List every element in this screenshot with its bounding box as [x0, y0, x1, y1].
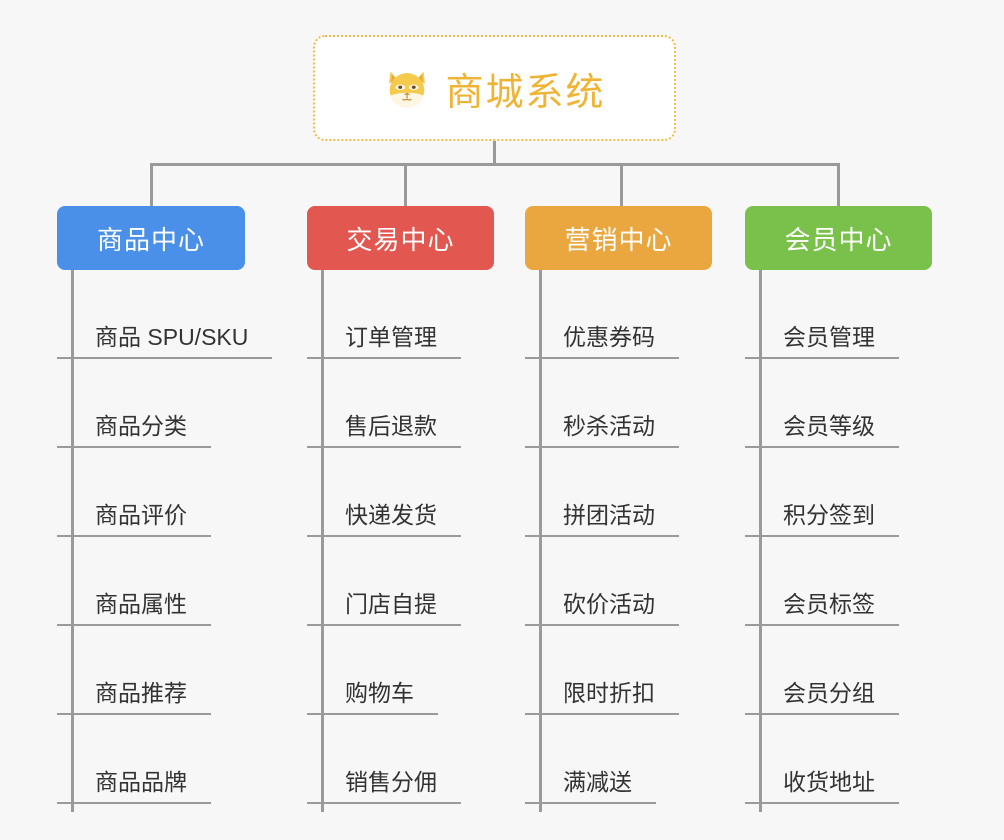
- category-header-member-center[interactable]: 会员中心: [745, 206, 932, 270]
- column-member-center: 会员中心 会员管理 会员等级 积分签到 会员标签 会员分组 收货地址: [745, 206, 932, 804]
- list-item[interactable]: 门店自提: [307, 537, 494, 626]
- shiba-dog-face-icon: [383, 64, 431, 112]
- leaf-label: 商品分类: [57, 412, 211, 448]
- leaf-list-column-4: 会员管理 会员等级 积分签到 会员标签 会员分组 收货地址: [745, 270, 932, 804]
- list-item[interactable]: 拼团活动: [525, 448, 712, 537]
- list-item[interactable]: 积分签到: [745, 448, 932, 537]
- leaf-label: 购物车: [307, 679, 438, 715]
- leaf-label: 门店自提: [307, 590, 461, 626]
- category-header-label: 交易中心: [346, 224, 455, 255]
- leaf-list-column-2: 订单管理 售后退款 快递发货 门店自提 购物车 销售分佣: [307, 270, 494, 804]
- column-trade-center: 交易中心 订单管理 售后退款 快递发货 门店自提 购物车 销售分佣: [307, 206, 494, 804]
- leaf-label: 商品推荐: [57, 679, 211, 715]
- connector-stem-column-2: [321, 270, 324, 812]
- leaf-list-column-3: 优惠券码 秒杀活动 拼团活动 砍价活动 限时折扣 满减送: [525, 270, 712, 804]
- list-item[interactable]: 购物车: [307, 626, 494, 715]
- root-node-shop-system[interactable]: 商城系统: [313, 35, 676, 141]
- list-item[interactable]: 会员分组: [745, 626, 932, 715]
- list-item[interactable]: 会员标签: [745, 537, 932, 626]
- connector-stem-column-4: [759, 270, 762, 812]
- leaf-label: 积分签到: [745, 501, 899, 537]
- connector-drop-1: [150, 163, 153, 206]
- leaf-label: 快递发货: [307, 501, 461, 537]
- leaf-label: 商品属性: [57, 590, 211, 626]
- list-item[interactable]: 商品分类: [57, 359, 245, 448]
- root-node-label: 商城系统: [445, 71, 606, 114]
- leaf-label: 会员等级: [745, 412, 899, 448]
- connector-stem-column-1: [71, 270, 74, 812]
- leaf-label: 商品 SPU/SKU: [57, 323, 273, 359]
- column-marketing-center: 营销中心 优惠券码 秒杀活动 拼团活动 砍价活动 限时折扣 满减送: [525, 206, 712, 804]
- leaf-label: 商品品牌: [57, 768, 211, 804]
- connector-drop-2: [404, 163, 407, 206]
- connector-stem-column-3: [539, 270, 542, 812]
- leaf-label: 商品评价: [57, 501, 211, 537]
- leaf-label: 收货地址: [745, 768, 899, 804]
- list-item[interactable]: 会员管理: [745, 270, 932, 359]
- leaf-label: 满减送: [525, 768, 656, 804]
- leaf-label: 拼团活动: [525, 501, 679, 537]
- connector-root-stem: [493, 141, 496, 165]
- leaf-label: 销售分佣: [307, 768, 461, 804]
- list-item[interactable]: 商品推荐: [57, 626, 245, 715]
- category-header-trade-center[interactable]: 交易中心: [307, 206, 494, 270]
- connector-drop-4: [837, 163, 840, 206]
- leaf-label: 订单管理: [307, 323, 461, 359]
- list-item[interactable]: 收货地址: [745, 715, 932, 804]
- connector-drop-3: [620, 163, 623, 206]
- leaf-label: 会员分组: [745, 679, 899, 715]
- list-item[interactable]: 秒杀活动: [525, 359, 712, 448]
- leaf-label: 秒杀活动: [525, 412, 679, 448]
- list-item[interactable]: 优惠券码: [525, 270, 712, 359]
- leaf-label: 限时折扣: [525, 679, 679, 715]
- list-item[interactable]: 砍价活动: [525, 537, 712, 626]
- list-item[interactable]: 商品属性: [57, 537, 245, 626]
- category-header-product-center[interactable]: 商品中心: [57, 206, 245, 270]
- list-item[interactable]: 会员等级: [745, 359, 932, 448]
- column-product-center: 商品中心 商品 SPU/SKU 商品分类 商品评价 商品属性 商品推荐 商品品牌: [57, 206, 273, 804]
- list-item[interactable]: 满减送: [525, 715, 712, 804]
- leaf-label: 优惠券码: [525, 323, 679, 359]
- category-header-label: 商品中心: [96, 224, 205, 255]
- list-item[interactable]: 商品评价: [57, 448, 245, 537]
- list-item[interactable]: 商品 SPU/SKU: [57, 270, 273, 359]
- leaf-label: 砍价活动: [525, 590, 679, 626]
- leaf-label: 会员标签: [745, 590, 899, 626]
- category-header-marketing-center[interactable]: 营销中心: [525, 206, 712, 270]
- connector-horizontal-bar: [150, 163, 839, 166]
- category-header-label: 营销中心: [564, 224, 673, 255]
- list-item[interactable]: 销售分佣: [307, 715, 494, 804]
- leaf-list-column-1: 商品 SPU/SKU 商品分类 商品评价 商品属性 商品推荐 商品品牌: [57, 270, 273, 804]
- list-item[interactable]: 售后退款: [307, 359, 494, 448]
- leaf-label: 会员管理: [745, 323, 899, 359]
- leaf-label: 售后退款: [307, 412, 461, 448]
- list-item[interactable]: 订单管理: [307, 270, 494, 359]
- list-item[interactable]: 限时折扣: [525, 626, 712, 715]
- list-item[interactable]: 快递发货: [307, 448, 494, 537]
- list-item[interactable]: 商品品牌: [57, 715, 245, 804]
- category-header-label: 会员中心: [784, 224, 893, 255]
